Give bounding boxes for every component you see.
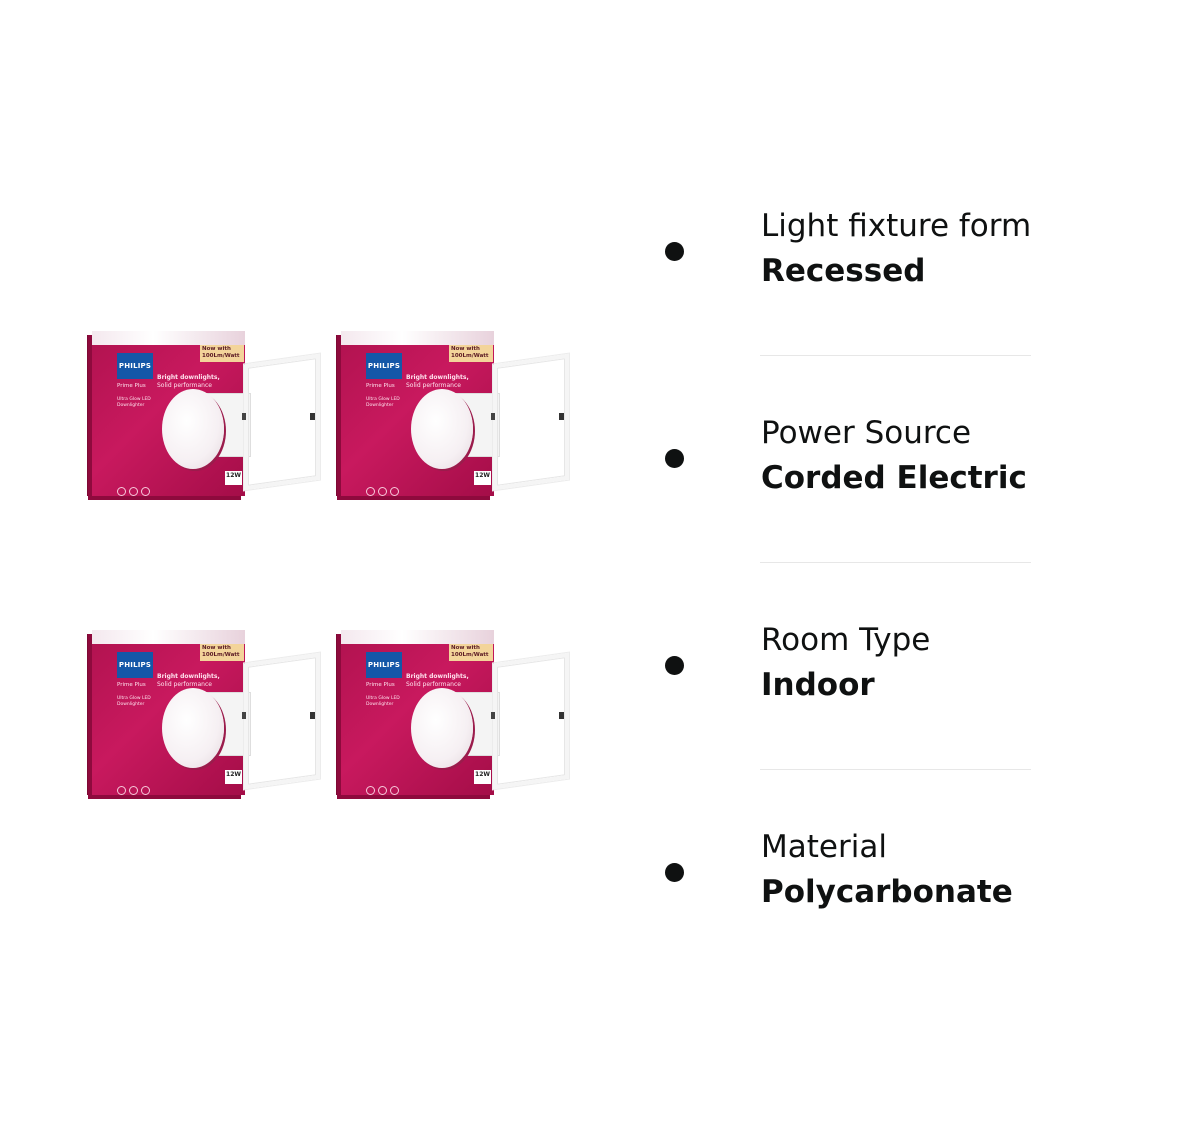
box-side bbox=[336, 634, 341, 795]
spec-value: Recessed bbox=[761, 253, 926, 289]
round-downlight bbox=[411, 688, 473, 768]
series-name: Prime Plus bbox=[366, 383, 395, 389]
headline-1: Bright downlights, bbox=[406, 673, 469, 680]
bullet-icon bbox=[665, 449, 684, 468]
square-frame bbox=[493, 353, 569, 491]
spring-clip-right bbox=[310, 712, 315, 719]
product-subtitle: Ultra Glow LED Downlighter bbox=[366, 397, 400, 408]
round-downlight bbox=[162, 389, 224, 469]
bullet-icon bbox=[665, 863, 684, 882]
feature-icon bbox=[378, 786, 387, 795]
feature-icon bbox=[390, 487, 399, 496]
square-frame bbox=[493, 652, 569, 790]
box-side bbox=[87, 335, 92, 496]
brand-logo: PHILIPS bbox=[366, 652, 402, 678]
spring-clip-right bbox=[310, 413, 315, 420]
feature-icon bbox=[117, 487, 126, 496]
box-side bbox=[336, 335, 341, 496]
wattage-label: 12W bbox=[474, 471, 491, 485]
box-front: PHILIPS Now with 100Lm/Watt Prime Plus B… bbox=[92, 331, 251, 496]
spring-clip-right bbox=[559, 712, 564, 719]
feature-icon bbox=[378, 487, 387, 496]
brand-logo: PHILIPS bbox=[117, 353, 153, 379]
product-subtitle: Ultra Glow LED Downlighter bbox=[117, 696, 151, 707]
spec-label: Room Type bbox=[761, 622, 931, 658]
bullet-icon bbox=[665, 656, 684, 675]
headline-2: Solid performance bbox=[406, 681, 461, 688]
box-top-band bbox=[341, 331, 494, 345]
feature-icons bbox=[117, 481, 177, 496]
headline-1: Bright downlights, bbox=[157, 673, 220, 680]
product-pack: PHILIPS Now with 100Lm/Watt Prime Plus B… bbox=[87, 620, 322, 795]
feature-icon bbox=[390, 786, 399, 795]
brand-logo: PHILIPS bbox=[117, 652, 153, 678]
square-frame bbox=[244, 353, 320, 491]
lumen-badge: Now with 100Lm/Watt bbox=[449, 345, 493, 362]
product-subtitle: Ultra Glow LED Downlighter bbox=[117, 397, 151, 408]
feature-icon bbox=[129, 786, 138, 795]
spec-label: Material bbox=[761, 829, 887, 865]
spec-value: Polycarbonate bbox=[761, 874, 1013, 910]
product-pack: PHILIPS Now with 100Lm/Watt Prime Plus B… bbox=[336, 620, 571, 795]
feature-icon bbox=[129, 487, 138, 496]
feature-icons bbox=[117, 780, 177, 795]
spring-clip-left bbox=[491, 712, 495, 719]
product-pack: PHILIPS Now with 100Lm/Watt Prime Plus B… bbox=[336, 321, 571, 496]
feature-icon bbox=[117, 786, 126, 795]
spring-clip-left bbox=[491, 413, 495, 420]
round-downlight bbox=[162, 688, 224, 768]
spec-value: Indoor bbox=[761, 667, 875, 703]
wattage-label: 12W bbox=[474, 770, 491, 784]
square-frame bbox=[244, 652, 320, 790]
feature-icons bbox=[366, 481, 426, 496]
headline-1: Bright downlights, bbox=[157, 374, 220, 381]
headline-2: Solid performance bbox=[157, 681, 212, 688]
spec-label: Light fixture form bbox=[761, 208, 1032, 244]
box-top-band bbox=[92, 630, 245, 644]
headline-2: Solid performance bbox=[157, 382, 212, 389]
wattage-label: 12W bbox=[225, 770, 242, 784]
box-top-band bbox=[92, 331, 245, 345]
series-name: Prime Plus bbox=[117, 682, 146, 688]
feature-icon bbox=[141, 786, 150, 795]
product-pack: PHILIPS Now with 100Lm/Watt Prime Plus B… bbox=[87, 321, 322, 496]
lumen-badge: Now with 100Lm/Watt bbox=[200, 644, 244, 661]
box-front: PHILIPS Now with 100Lm/Watt Prime Plus B… bbox=[341, 331, 500, 496]
series-name: Prime Plus bbox=[366, 682, 395, 688]
headline-2: Solid performance bbox=[406, 382, 461, 389]
spec-label: Power Source bbox=[761, 415, 972, 451]
series-name: Prime Plus bbox=[117, 383, 146, 389]
box-front: PHILIPS Now with 100Lm/Watt Prime Plus B… bbox=[341, 630, 500, 795]
wattage-label: 12W bbox=[225, 471, 242, 485]
spring-clip-left bbox=[242, 413, 246, 420]
round-downlight bbox=[411, 389, 473, 469]
box-top-band bbox=[341, 630, 494, 644]
divider bbox=[760, 562, 1031, 563]
brand-logo: PHILIPS bbox=[366, 353, 402, 379]
lumen-badge: Now with 100Lm/Watt bbox=[449, 644, 493, 661]
divider bbox=[760, 769, 1031, 770]
bullet-icon bbox=[665, 242, 684, 261]
divider bbox=[760, 355, 1031, 356]
lumen-badge: Now with 100Lm/Watt bbox=[200, 345, 244, 362]
product-subtitle: Ultra Glow LED Downlighter bbox=[366, 696, 400, 707]
spring-clip-left bbox=[242, 712, 246, 719]
feature-icon bbox=[366, 786, 375, 795]
feature-icon bbox=[366, 487, 375, 496]
feature-icon bbox=[141, 487, 150, 496]
headline-1: Bright downlights, bbox=[406, 374, 469, 381]
box-side bbox=[87, 634, 92, 795]
box-front: PHILIPS Now with 100Lm/Watt Prime Plus B… bbox=[92, 630, 251, 795]
feature-icons bbox=[366, 780, 426, 795]
spring-clip-right bbox=[559, 413, 564, 420]
spec-value: Corded Electric bbox=[761, 460, 1027, 496]
